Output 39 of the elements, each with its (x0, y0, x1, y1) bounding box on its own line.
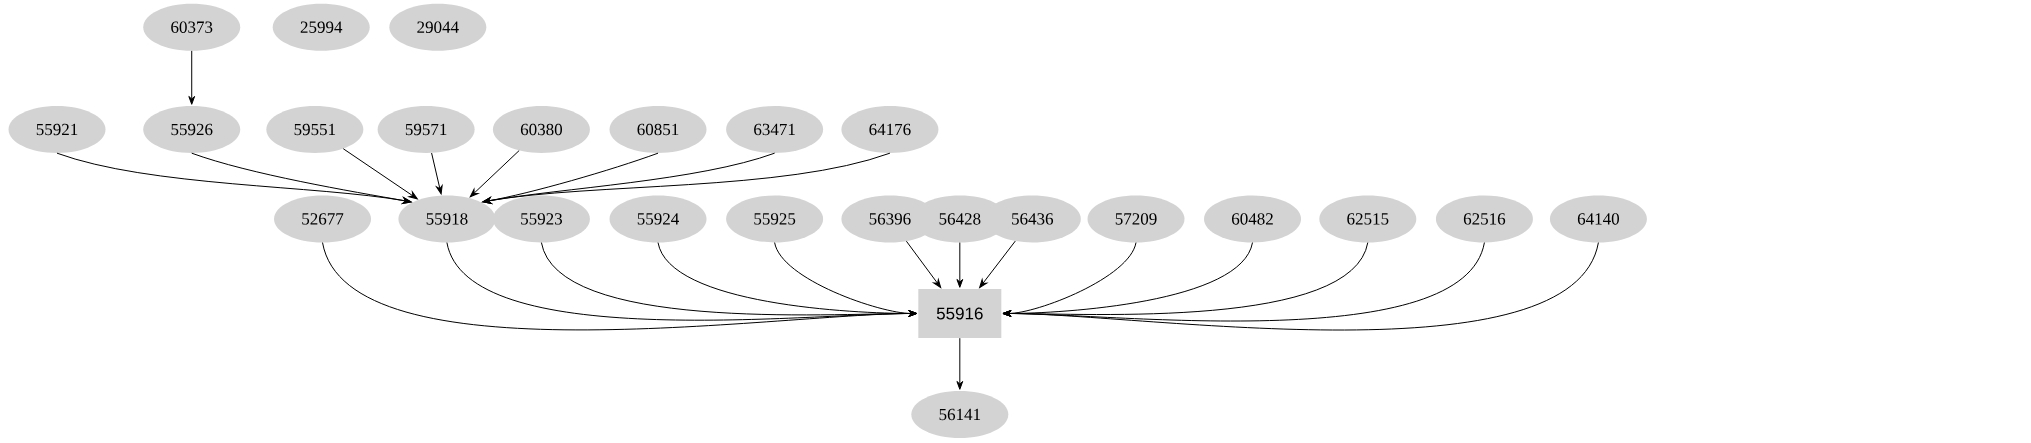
ellipse-node: 64176 (841, 106, 939, 153)
ellipse-node: 56141 (911, 391, 1009, 438)
ellipse-node: 60380 (492, 106, 590, 153)
ellipse-node: 60482 (1204, 195, 1301, 243)
ellipse-node: 60851 (609, 106, 707, 153)
node-label: 56436 (1012, 213, 1054, 225)
arrow (482, 152, 891, 204)
ellipse-node: 29044 (389, 3, 487, 51)
arrow (188, 50, 196, 105)
ellipse-node: 52677 (274, 195, 371, 243)
ellipse-node: 62516 (1435, 195, 1533, 243)
arrow (342, 148, 418, 200)
ellipse-node: 55921 (8, 106, 106, 153)
ellipse-node: 56436 (983, 195, 1081, 243)
process-box: 55916 (918, 289, 1002, 338)
ellipse-node: 55926 (143, 106, 241, 153)
node-label: 56396 (869, 213, 911, 225)
arrow (979, 240, 1016, 289)
ellipse-node: 63471 (726, 106, 824, 153)
ellipse-node: 55924 (609, 195, 707, 243)
node-label: 56428 (939, 213, 981, 225)
ellipse-node: 55918 (398, 195, 496, 243)
arrow (191, 152, 412, 204)
arrow (956, 242, 964, 288)
arrow (774, 242, 918, 317)
arrow (956, 337, 964, 390)
ellipse-node: 59551 (266, 106, 364, 153)
ellipse-node: 25994 (272, 3, 370, 51)
ellipse-node: 64140 (1549, 195, 1647, 243)
ellipse-node: 55923 (492, 195, 590, 243)
arrow (469, 150, 520, 198)
arrow (1002, 242, 1599, 331)
ellipse-node: 62515 (1319, 195, 1417, 243)
ellipse-node: 55925 (726, 195, 824, 243)
arrow (431, 152, 443, 195)
ellipse-node: 59571 (377, 106, 475, 153)
ellipse-node: 60373 (143, 3, 241, 51)
ellipse-node: 57209 (1087, 195, 1185, 243)
arrow (905, 240, 942, 289)
